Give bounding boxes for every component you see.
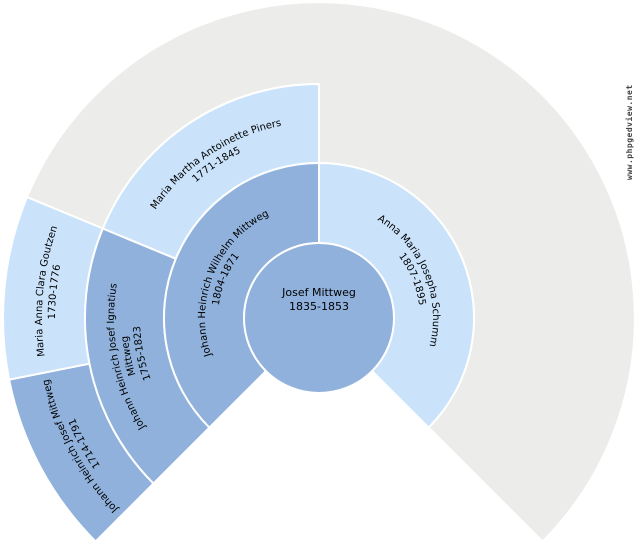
root-person-name: Josef Mittweg	[281, 286, 356, 299]
phpgedview-watermark: www.phpgedview.net	[624, 84, 634, 180]
root-person-dates: 1835-1853	[289, 300, 349, 313]
segment-root-person[interactable]	[243, 242, 395, 394]
